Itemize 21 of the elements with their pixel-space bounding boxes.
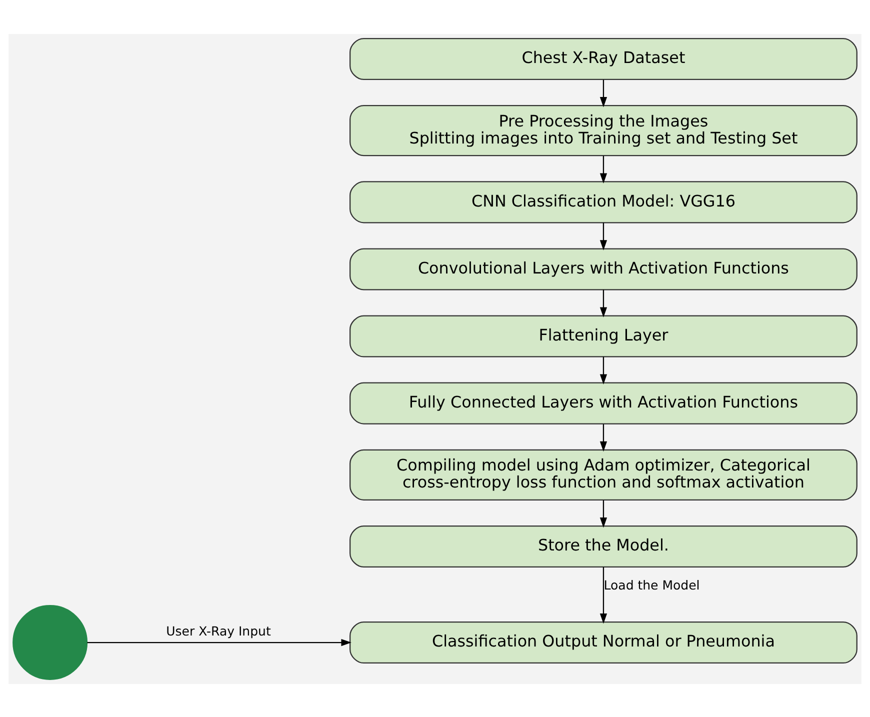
node-box: Chest X-Ray Dataset [349,37,858,80]
node-box: Pre Processing the Images Splitting images into Training set and Testing Set [349,104,858,156]
node-box: CNN Classification Model: VGG16 [349,180,858,223]
node-box: Fully Connected Layers with Activation Functions [349,382,858,424]
arrow [87,638,352,646]
node-box: Store the Model. [349,524,858,568]
arrow [600,79,608,107]
edge-label: Load the Model [604,576,700,592]
arrow [600,424,608,452]
node-box: Classification Output Normal or Pneumonia [349,621,858,664]
arrow [600,500,608,528]
edge-label: User X-Ray Input [166,622,271,638]
node-box: Convolutional Layers with Activation Functions [349,248,858,290]
node-person [12,604,88,680]
arrow [600,222,608,250]
arrow [600,289,608,317]
node-box: Flattening Layer [349,314,858,357]
node-box: Compiling model using Adam optimizer, Categorical cross-entropy loss function and softmax activation [349,448,858,500]
arrow [600,155,608,183]
arrow [600,356,608,384]
arrow [600,566,608,624]
